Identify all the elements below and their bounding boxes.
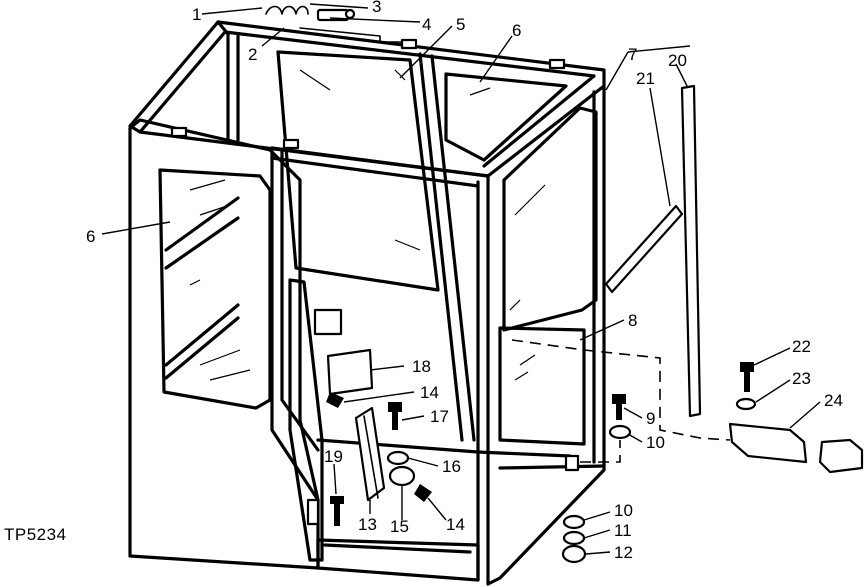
callout-2: 2 (248, 45, 257, 64)
callout-14-lower: 14 (446, 515, 465, 534)
callout-3: 3 (372, 0, 381, 16)
callout-16: 16 (442, 457, 461, 476)
leader-lines (101, 3, 821, 555)
callout-1: 1 (192, 5, 201, 24)
callout-19: 19 (324, 447, 343, 466)
parts (170, 5, 864, 564)
callout-14-upper: 14 (420, 383, 439, 402)
callout-6-rear: 6 (512, 21, 521, 40)
callout-23: 23 (792, 369, 811, 388)
callout-17: 17 (430, 407, 449, 426)
figure-id: TP5234 (4, 525, 67, 544)
cab-frame (128, 20, 606, 586)
callout-15: 15 (390, 517, 409, 536)
callout-6-side: 6 (86, 227, 95, 246)
callout-8: 8 (628, 311, 637, 330)
callout-10-lower: 10 (614, 501, 633, 520)
callout-10-upper: 10 (646, 433, 665, 452)
callout-11: 11 (614, 521, 632, 540)
callout-5: 5 (456, 15, 465, 34)
callout-12: 12 (614, 543, 633, 562)
callout-24: 24 (824, 391, 843, 410)
callout-13: 13 (358, 515, 377, 534)
callout-21: 21 (636, 69, 655, 88)
callout-9: 9 (646, 409, 655, 428)
cab-windows (158, 50, 598, 562)
callout-20: 20 (668, 51, 687, 70)
callout-4: 4 (422, 15, 431, 34)
callout-18: 18 (412, 357, 431, 376)
callout-22: 22 (792, 337, 811, 356)
callout-labels: 1 2 3 4 5 6 6 7 8 9 10 10 11 12 13 14 14… (86, 0, 843, 562)
callout-7: 7 (628, 45, 637, 64)
